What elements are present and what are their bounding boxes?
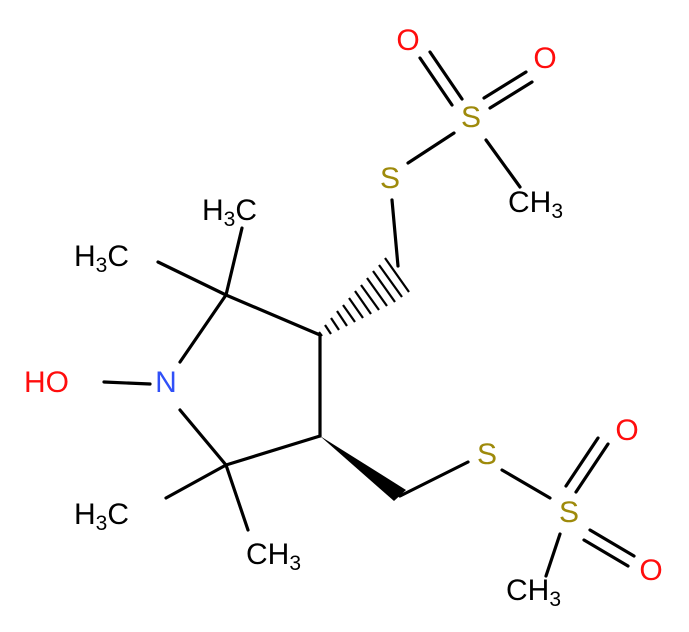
atom-methyl-top: CH3 (508, 186, 563, 223)
bond-c5-ch3-a (164, 463, 228, 500)
bond-c2-ch3-a (224, 226, 244, 297)
solid-wedge-bond (320, 436, 406, 501)
bond-o-s-top-left-1 (418, 56, 454, 107)
bond-s-s-top (406, 131, 456, 165)
bond-ch2-s-bottom (398, 460, 470, 498)
atom-methyl-upper-a: H3C (202, 194, 257, 231)
atom-oxygen-bottom-low: O (639, 554, 662, 587)
bond-c5-ch3-b (224, 463, 250, 532)
atom-oxygen-bottom-top: O (615, 414, 638, 447)
atom-sulfur-thio-bottom: S (477, 438, 497, 471)
atom-hydroxyl: HO (24, 366, 69, 399)
bond-layer (102, 50, 636, 578)
atom-methyl-upper-b: H3C (74, 240, 129, 277)
bond-s-ch3-top (484, 138, 522, 189)
atom-oxygen-top-right: O (533, 42, 556, 75)
bond-ring-c5-n (178, 408, 228, 467)
bond-s-o-top-right-1 (488, 80, 534, 110)
bond-s-ch3-bottom (544, 532, 562, 578)
bond-ring-c2-c3 (224, 293, 322, 337)
atom-oxygen-top-left: O (396, 24, 419, 57)
atom-methyl-bottom: CH3 (506, 574, 561, 611)
bond-s-o-bottom-low-2 (582, 538, 630, 568)
atom-methyl-lower-left: H3C (74, 498, 129, 535)
atom-sulfur-sulfonyl-bottom: S (559, 496, 579, 529)
hashed-wedge-bond (318, 257, 410, 337)
atom-methyl-lower-mid: CH3 (246, 538, 301, 575)
atom-sulfur-sulfonyl-top: S (461, 101, 481, 134)
bond-s-o-bottom-top-2 (564, 436, 600, 488)
bond-s-ch2-top (390, 198, 400, 268)
bond-ring-c4-c5 (224, 434, 322, 467)
bond-o-s-top-left-2 (428, 50, 464, 101)
bond-s-s-bottom (500, 468, 552, 500)
bond-s-o-bottom-top-1 (574, 442, 610, 494)
atom-sulfur-thio-top: S (380, 162, 400, 195)
bond-c2-ch3-b (156, 260, 228, 297)
bond-s-o-top-right-2 (482, 70, 528, 100)
atom-nitrogen: N (155, 366, 177, 399)
bond-ring-n-c2 (178, 293, 228, 364)
bond-n-o (102, 380, 152, 386)
atom-labels: O O S S CH3 H3C H3C HO N H3C CH3 S S O O… (24, 24, 663, 611)
bond-s-o-bottom-low-1 (588, 528, 636, 558)
